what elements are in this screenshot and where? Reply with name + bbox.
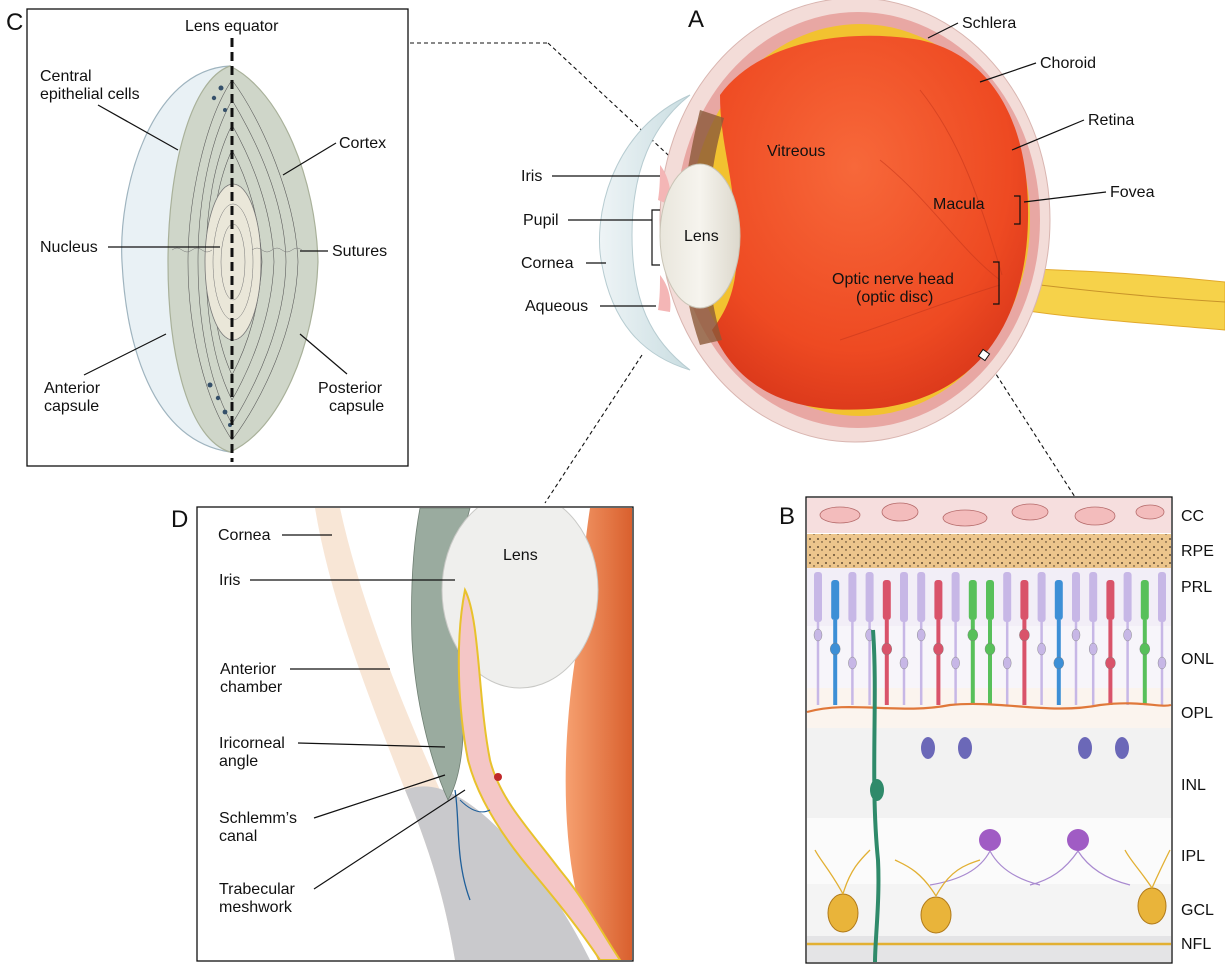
label-anterior-line2: capsule [44, 398, 99, 415]
label-central-line1: Central [40, 68, 92, 85]
panel-a-eye: A Schlera Choroid Retina Vitreous Iris P… [521, 0, 1225, 442]
layer-label-rpe: RPE [1181, 543, 1214, 560]
label-vitreous: Vitreous [767, 143, 825, 160]
cone-cell [1055, 580, 1063, 620]
label-central-line2: epithelial cells [40, 86, 140, 103]
label-anterior-line1: Anterior [44, 380, 101, 397]
label-posterior-line2: capsule [329, 398, 384, 415]
layer-label-prl: PRL [1181, 579, 1212, 596]
label-cornea-d: Cornea [218, 527, 271, 544]
layer-rpe-band [807, 534, 1171, 568]
retina-layer-labels: CC RPE PRL ONL OPL INL IPL GCL NFL [1181, 508, 1214, 953]
cone-cell [1020, 580, 1028, 620]
rod-cell [1072, 572, 1080, 622]
label-iris: Iris [521, 168, 542, 185]
connector-a-d [545, 355, 642, 503]
label-angle-line2: angle [219, 753, 258, 770]
label-lens-d: Lens [503, 547, 538, 564]
connector-a-b [985, 357, 1075, 497]
layer-label-nfl: NFL [1181, 936, 1211, 953]
label-schlera: Schlera [962, 15, 1016, 32]
label-trab-line2: meshwork [219, 899, 293, 916]
label-sutures: Sutures [332, 243, 387, 260]
label-trab-line1: Trabecular [219, 881, 296, 898]
label-retina: Retina [1088, 112, 1134, 129]
cone-cell [986, 580, 994, 620]
label-aqueous: Aqueous [525, 298, 588, 315]
panel-d-letter: D [171, 506, 188, 533]
label-chamber-line2: chamber [220, 679, 283, 696]
rod-cell [1158, 572, 1166, 622]
rod-cell [1003, 572, 1011, 622]
layer-label-inl: INL [1181, 777, 1206, 794]
cone-cell [934, 580, 942, 620]
cone-cell [1141, 580, 1149, 620]
panel-c-lens: C Lens equator Central epithelial cells … [6, 9, 408, 466]
cone-cell [831, 580, 839, 620]
label-iris-d: Iris [219, 572, 240, 589]
rod-cell [866, 572, 874, 622]
label-pupil: Pupil [523, 212, 559, 229]
label-cornea-a: Cornea [521, 255, 574, 272]
label-angle-line1: Iricorneal [219, 735, 285, 752]
rod-cell [917, 572, 925, 622]
layer-label-opl: OPL [1181, 705, 1213, 722]
panel-b-letter: B [779, 503, 795, 530]
label-schlemm-line2: canal [219, 828, 257, 845]
label-lens-a: Lens [684, 228, 719, 245]
rod-cell [1089, 572, 1097, 622]
cone-cell [1106, 580, 1114, 620]
panel-c-letter: C [6, 9, 23, 36]
layer-cc-band [807, 498, 1171, 533]
panel-d-angle: D Cornea Iris Lens Anterior chamber Iric… [171, 492, 633, 961]
label-chamber-line1: Anterior [220, 661, 277, 678]
label-optic-line2: (optic disc) [856, 289, 933, 306]
label-macula: Macula [933, 196, 985, 213]
rod-cell [1038, 572, 1046, 622]
layer-label-ipl: IPL [1181, 848, 1205, 865]
label-cortex: Cortex [339, 135, 386, 152]
panel-a-letter: A [688, 6, 704, 33]
cone-cell [883, 580, 891, 620]
pupil-bracket [652, 210, 660, 265]
label-nucleus: Nucleus [40, 239, 98, 256]
rod-cell [814, 572, 822, 622]
label-fovea: Fovea [1110, 184, 1155, 201]
rod-cell [952, 572, 960, 622]
label-schlemm-line1: Schlemm’s [219, 810, 297, 827]
rod-cell [848, 572, 856, 622]
cone-cell [969, 580, 977, 620]
layer-label-gcl: GCL [1181, 902, 1214, 919]
label-lens-equator: Lens equator [185, 18, 279, 35]
rod-cell [900, 572, 908, 622]
label-posterior-line1: Posterior [318, 380, 383, 397]
layer-label-cc: CC [1181, 508, 1204, 525]
label-optic-line1: Optic nerve head [832, 271, 954, 288]
panel-b-retina: B CC RPE PRL ONL OPL INL IPL GCL NFL [779, 497, 1214, 963]
label-choroid: Choroid [1040, 55, 1096, 72]
rod-cell [1124, 572, 1132, 622]
layer-label-onl: ONL [1181, 651, 1214, 668]
